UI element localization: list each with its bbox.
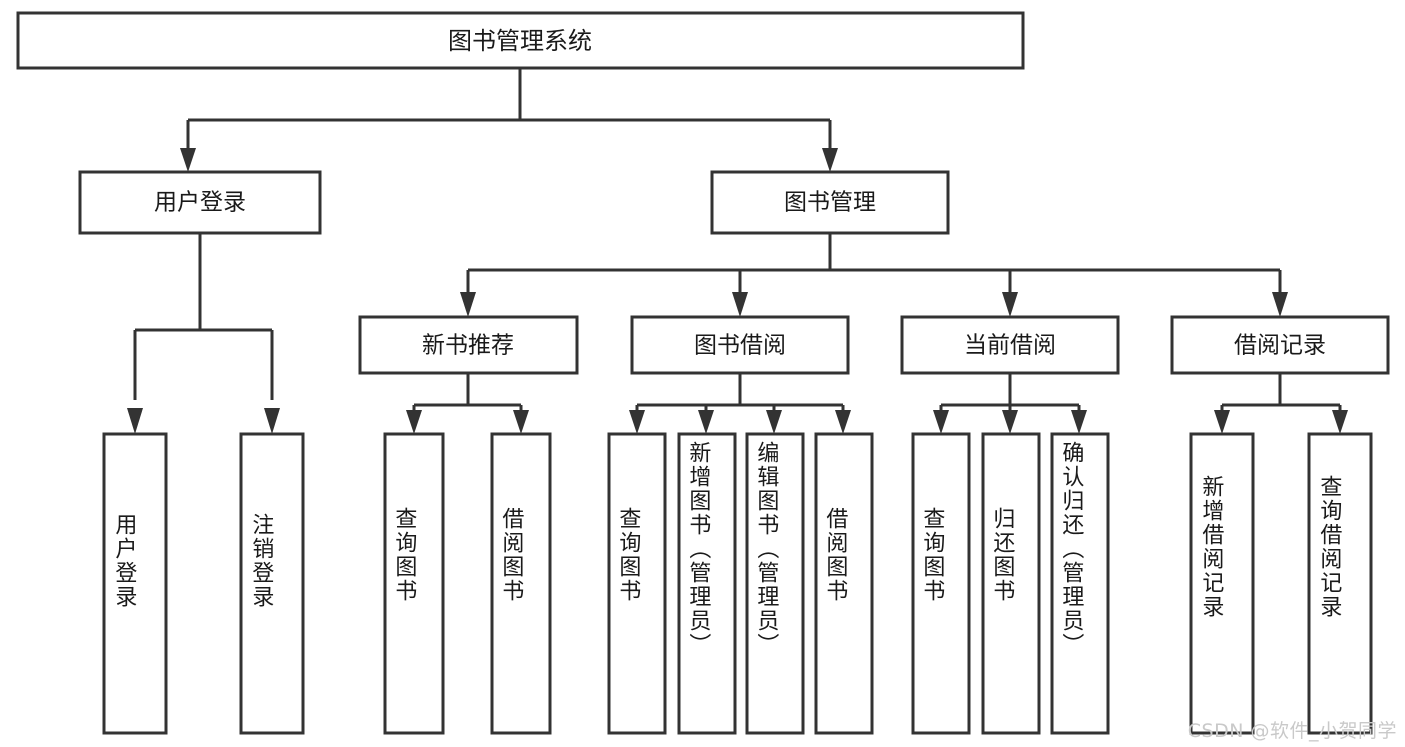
connector-root-to-level2 bbox=[180, 68, 838, 172]
leaf-box[interactable] bbox=[814, 432, 874, 735]
node-root[interactable]: 图书管理系统 bbox=[16, 11, 1025, 70]
connector-currentborrow-to-leaves bbox=[933, 373, 1087, 434]
node-borrow-record[interactable]: 借阅记录 bbox=[1170, 315, 1390, 375]
leaf-box[interactable] bbox=[607, 432, 667, 735]
connector-userlogin-to-leaves bbox=[127, 233, 280, 434]
node-current-borrow[interactable]: 当前借阅 bbox=[900, 315, 1120, 375]
leaf-box[interactable] bbox=[677, 432, 737, 735]
leaf-box[interactable] bbox=[911, 432, 971, 735]
node-user-login[interactable]: 用户登录 bbox=[78, 170, 322, 235]
node-user-login-label: 用户登录 bbox=[154, 190, 246, 216]
node-book-borrow-label: 图书借阅 bbox=[694, 333, 786, 359]
leaf-box[interactable] bbox=[239, 432, 305, 735]
node-new-book-recommend[interactable]: 新书推荐 bbox=[358, 315, 579, 375]
leaf-box[interactable] bbox=[383, 432, 445, 735]
node-borrow-record-label: 借阅记录 bbox=[1234, 333, 1326, 359]
leaf-box[interactable] bbox=[102, 432, 168, 735]
node-book-borrow[interactable]: 图书借阅 bbox=[630, 315, 850, 375]
connector-bookborrow-to-leaves bbox=[629, 373, 851, 434]
connector-bookmgmt-to-level3 bbox=[460, 233, 1288, 317]
connector-borrowrecord-to-leaves bbox=[1214, 373, 1348, 434]
leaf-box[interactable] bbox=[745, 432, 805, 735]
node-book-management-label: 图书管理 bbox=[784, 190, 876, 216]
leaf-box[interactable] bbox=[1189, 432, 1255, 735]
node-current-borrow-label: 当前借阅 bbox=[964, 333, 1056, 359]
leaf-box[interactable] bbox=[981, 432, 1041, 735]
csdn-watermark: CSDN @软件_小贺同学 bbox=[1187, 720, 1397, 742]
node-root-label: 图书管理系统 bbox=[448, 27, 592, 55]
leaf-box[interactable] bbox=[1307, 432, 1373, 735]
connector-newbook-to-leaves bbox=[406, 373, 529, 434]
leaf-box[interactable] bbox=[1050, 432, 1110, 735]
node-book-management[interactable]: 图书管理 bbox=[710, 170, 950, 235]
leaf-box[interactable] bbox=[490, 432, 552, 735]
node-new-book-recommend-label: 新书推荐 bbox=[422, 333, 514, 359]
